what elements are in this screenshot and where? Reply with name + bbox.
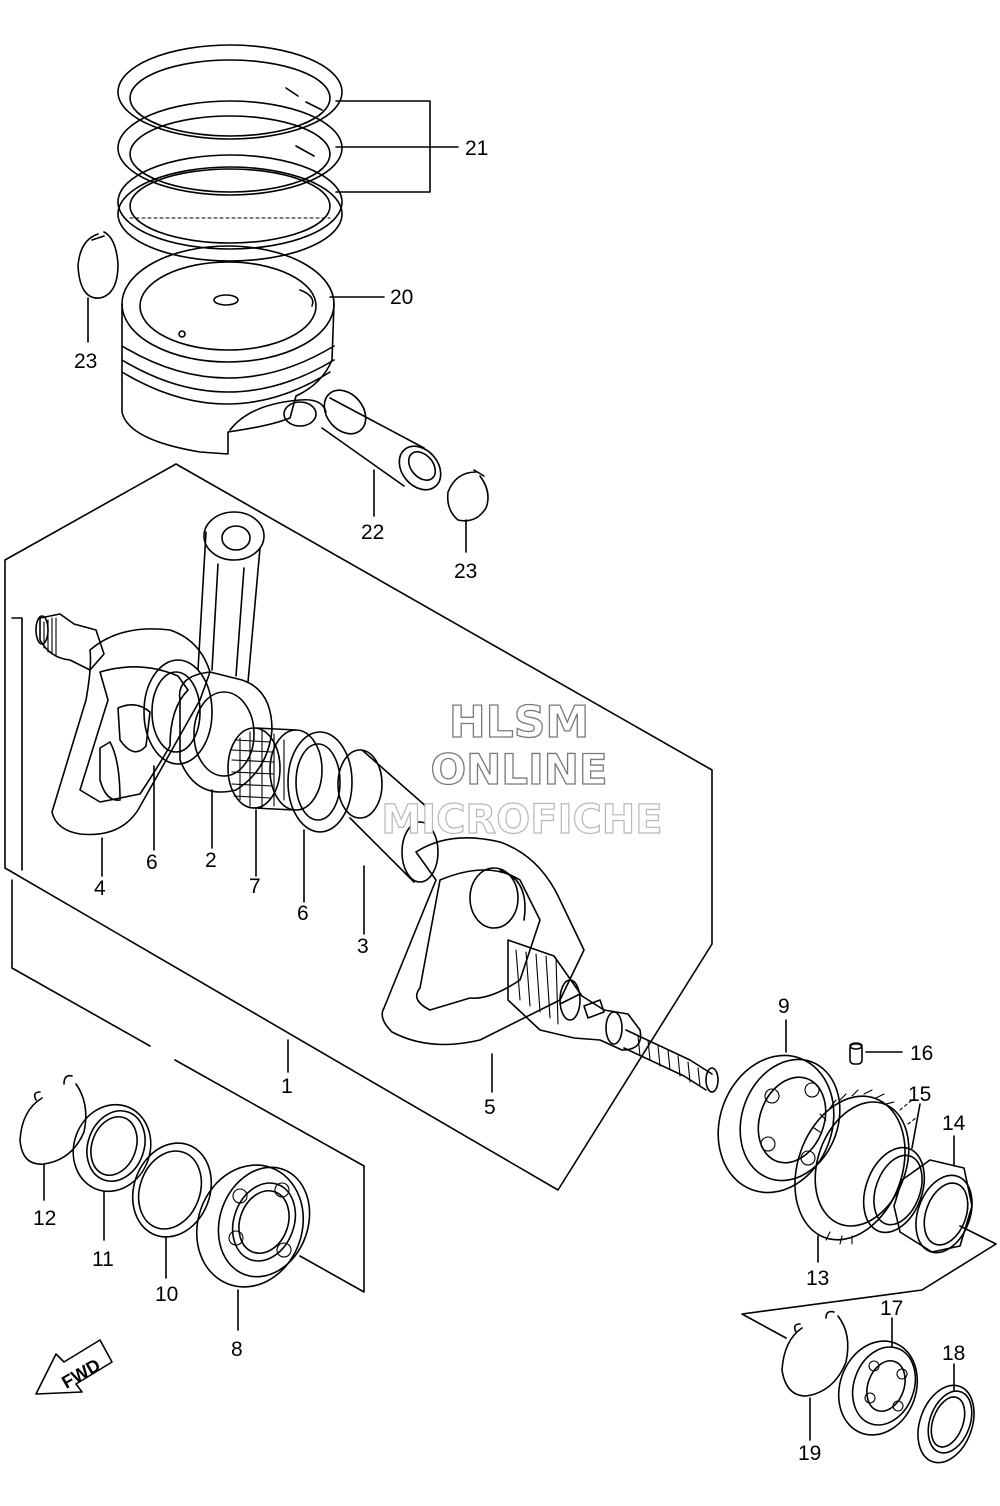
label-4: 4 xyxy=(94,877,106,900)
label-15: 15 xyxy=(908,1083,931,1106)
label-5: 5 xyxy=(484,1096,496,1119)
dowel-pin-16 xyxy=(849,1042,863,1065)
crankshaft-assembly-box xyxy=(4,463,713,1191)
oil-seal-11 xyxy=(72,1103,152,1193)
crank-pin xyxy=(337,749,439,883)
label-20: 20 xyxy=(390,286,413,309)
crank-half-left xyxy=(35,613,211,836)
label-13: 13 xyxy=(806,1267,829,1290)
label-6-left: 6 xyxy=(146,851,158,874)
label-14: 14 xyxy=(942,1112,966,1135)
label-21: 21 xyxy=(465,137,488,160)
crank-half-right xyxy=(381,837,719,1093)
lower-bearing-box xyxy=(11,879,365,1293)
label-11: 11 xyxy=(92,1248,114,1271)
label-1: 1 xyxy=(281,1075,293,1098)
fwd-direction-badge: FWD xyxy=(35,1339,113,1395)
label-23-right: 23 xyxy=(454,560,477,583)
leader-21 xyxy=(335,100,459,193)
secondary-box xyxy=(741,1225,997,1339)
washer-15 xyxy=(862,1146,926,1234)
spacer-10 xyxy=(131,1142,213,1238)
bearing-17 xyxy=(837,1340,919,1436)
label-9: 9 xyxy=(778,995,790,1018)
leader-15 xyxy=(911,1103,921,1149)
gear-13 xyxy=(794,1089,917,1245)
piston-pin-circlip-left xyxy=(77,231,119,299)
watermark-line-3: MICROFICHE xyxy=(381,797,662,843)
label-6-right: 6 xyxy=(297,902,309,925)
watermark: HLSM ONLINE MICROFICHE xyxy=(381,696,663,843)
label-7: 7 xyxy=(249,875,261,898)
label-10: 10 xyxy=(155,1283,178,1306)
bearing-9 xyxy=(717,1054,841,1194)
watermark-line-2: ONLINE xyxy=(430,745,607,794)
circlip-12 xyxy=(19,1074,87,1165)
box-connector-left xyxy=(11,617,23,871)
part-number-labels: 21 20 23 22 23 6 2 4 7 6 3 9 16 1 15 5 1… xyxy=(33,137,966,1465)
label-16: 16 xyxy=(910,1042,933,1065)
bearing-8 xyxy=(195,1164,311,1288)
thrust-washer-right xyxy=(287,731,353,833)
label-8: 8 xyxy=(231,1338,243,1361)
thrust-washer-left xyxy=(143,659,213,765)
label-12: 12 xyxy=(33,1207,56,1230)
label-3: 3 xyxy=(357,935,369,958)
label-23-left: 23 xyxy=(74,350,97,373)
watermark-line-1: HLSM xyxy=(449,697,589,748)
piston xyxy=(121,245,335,455)
label-19: 19 xyxy=(798,1442,821,1465)
piston-pin-circlip-right xyxy=(446,469,489,522)
label-18: 18 xyxy=(942,1342,965,1365)
label-22: 22 xyxy=(361,521,384,544)
connecting-rod xyxy=(178,511,273,793)
oil-seal-18 xyxy=(917,1384,975,1464)
piston-pin xyxy=(321,389,442,491)
label-17: 17 xyxy=(880,1297,903,1320)
label-2: 2 xyxy=(205,849,217,872)
needle-bearing xyxy=(227,727,323,811)
piston-rings xyxy=(117,44,343,262)
circlip-19 xyxy=(781,1310,849,1397)
nut-14 xyxy=(893,1159,973,1254)
